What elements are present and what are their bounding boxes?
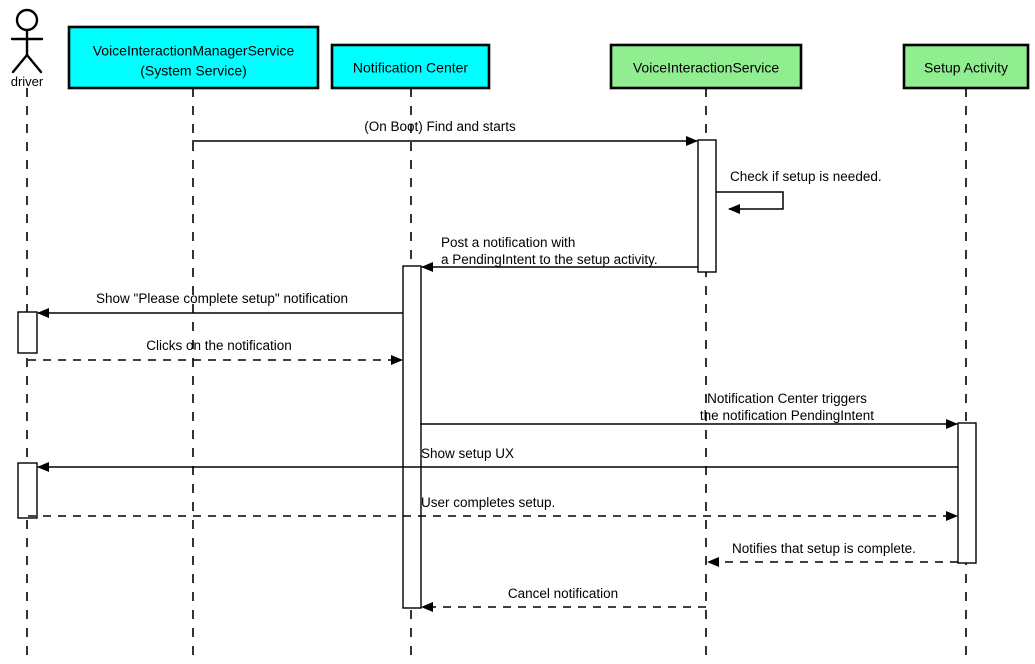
message-msg-trigger-pendingintent[interactable]: Notification Center triggers the notifica…: [420, 391, 958, 429]
actor-right-leg-icon: [25, 53, 43, 74]
participant-label-notification-center: Notification Center: [353, 60, 469, 76]
message-msg-check-setup[interactable]: Check if setup is needed.: [716, 169, 882, 214]
message-msg-notifies-setup-complete[interactable]: Notifies that setup is complete.: [707, 541, 958, 567]
activations-layer: [17, 139, 977, 609]
participant-box-setup-activity[interactable]: [902, 43, 1030, 90]
activation-bar-setup-activity: [957, 422, 977, 564]
activation-bar-driver: [17, 462, 38, 519]
message-msg-on-boot[interactable]: (On Boot) Find and starts: [192, 119, 698, 146]
participant-label-voice-interaction-service: VoiceInteractionService: [633, 60, 780, 76]
message-label-msg-post-notification-line2: a PendingIntent to the setup activity.: [441, 252, 658, 267]
participant-setup-activity[interactable]: Setup Activity: [902, 43, 1030, 90]
message-msg-cancel-notification[interactable]: Cancel notification: [421, 586, 706, 612]
actor-left-leg-icon: [11, 53, 29, 74]
activation-bar-notification-center: [402, 265, 422, 609]
participant-driver[interactable]: driver: [11, 8, 44, 89]
participant-box-voice-interaction-service[interactable]: [609, 43, 803, 90]
message-label-msg-show-setup-ux: Show setup UX: [421, 446, 514, 461]
participant-notification-center[interactable]: Notification Center: [330, 43, 491, 90]
participant-box-vims[interactable]: [67, 25, 320, 90]
message-msg-user-completes-setup[interactable]: User completes setup.: [28, 495, 958, 521]
message-label-msg-user-completes-setup: User completes setup.: [421, 495, 555, 510]
participant-label-vims-line1: VoiceInteractionManagerService: [93, 43, 295, 59]
participant-label-driver: driver: [11, 74, 44, 89]
message-label-msg-on-boot: (On Boot) Find and starts: [364, 119, 516, 134]
message-msg-post-notification[interactable]: Post a notification with a PendingIntent …: [421, 235, 698, 272]
message-label-msg-check-setup: Check if setup is needed.: [730, 169, 882, 184]
message-label-msg-cancel-notification: Cancel notification: [508, 586, 618, 601]
message-label-msg-notifies-setup-complete: Notifies that setup is complete.: [732, 541, 916, 556]
actor-head-icon: [15, 8, 39, 32]
participant-box-notification-center[interactable]: [330, 43, 491, 90]
activation-bar-driver: [17, 311, 38, 354]
participant-label-vims-line2: (System Service): [140, 63, 247, 79]
message-label-msg-show-notification: Show "Please complete setup" notificatio…: [96, 291, 348, 306]
message-line-msg-check-setup: [716, 191, 784, 214]
message-msg-show-setup-ux[interactable]: Show setup UX: [37, 446, 958, 472]
message-label-msg-post-notification-line1: Post a notification with: [441, 235, 575, 250]
message-label-msg-trigger-pendingintent-line1: Notification Center triggers: [707, 391, 867, 406]
participants-layer: driver VoiceInteractionManagerService (Sys…: [11, 8, 1030, 90]
message-msg-clicks-notification[interactable]: Clicks on the notification: [28, 338, 403, 365]
message-msg-show-notification[interactable]: Show "Please complete setup" notificatio…: [37, 291, 403, 318]
participant-label-setup-activity: Setup Activity: [924, 60, 1008, 76]
participant-vims[interactable]: VoiceInteractionManagerService (System Se…: [67, 25, 320, 90]
participant-voice-interaction-service[interactable]: VoiceInteractionService: [609, 43, 803, 90]
message-label-msg-clicks-notification: Clicks on the notification: [146, 338, 292, 353]
message-label-msg-trigger-pendingintent-line2: the notification PendingIntent: [700, 408, 874, 423]
activation-bar-voice-interaction-service: [697, 139, 717, 273]
